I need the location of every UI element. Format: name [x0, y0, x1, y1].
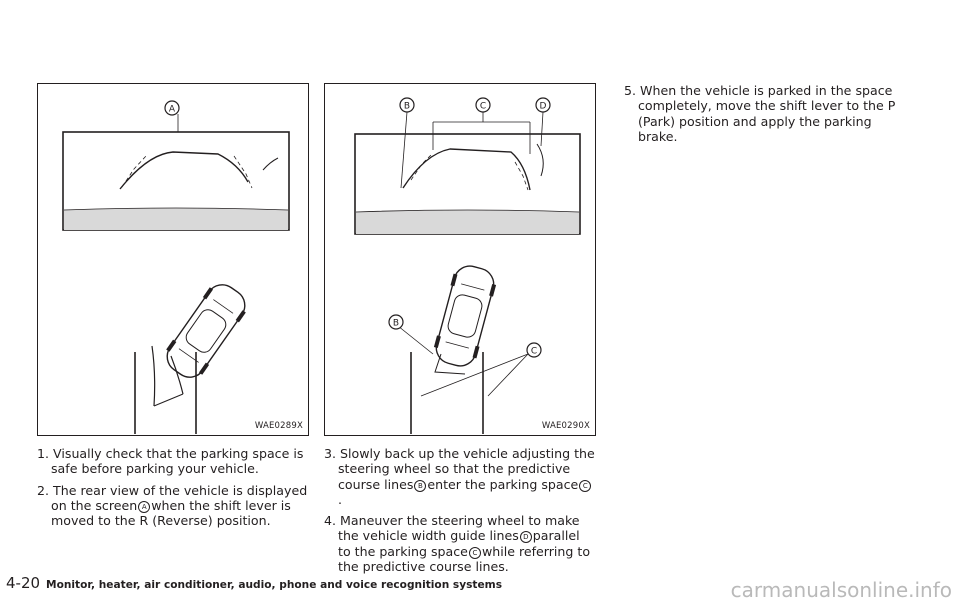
- callout-d-icon: [535, 97, 551, 113]
- instructions-column-1: 1. Visually check that the parking space…: [37, 446, 309, 534]
- callout-c-label: C: [480, 102, 486, 112]
- callout-c-icon: [475, 97, 491, 113]
- step-2: 2. The rear view of the vehicle is displ…: [37, 482, 308, 529]
- watermark: carmanualsonline.info: [730, 578, 952, 602]
- callout-a-icon: A: [138, 500, 151, 513]
- page-footer: 4-20 Monitor, heater, air conditioner, au…: [6, 573, 502, 592]
- section-title: Monitor, heater, air conditioner, audio,…: [46, 579, 503, 591]
- step-1: 1. Visually check that the parking space…: [37, 446, 304, 477]
- parking-illustration-1: A: [62, 100, 290, 434]
- step-5: 5. When the vehicle is parked in the spa…: [624, 83, 896, 144]
- car-icon: [166, 284, 246, 378]
- figure-rear-view-1: A WAE0289X: [37, 83, 309, 436]
- car-icon: [433, 265, 497, 367]
- callout-b-lower-label: B: [393, 319, 399, 329]
- bumper-area: [356, 210, 579, 234]
- step-4: 4. Maneuver the steering wheel to make t…: [324, 513, 591, 575]
- bumper-area: [64, 208, 288, 230]
- figure-code: WAE0290X: [541, 421, 590, 431]
- callout-d-label: D: [540, 102, 547, 112]
- callout-c-icon: C: [468, 546, 481, 559]
- callout-c-lower-icon: [526, 342, 542, 358]
- instructions-column-2: 3. Slowly back up the vehicle adjusting …: [324, 446, 596, 580]
- callout-c-icon: C: [579, 479, 592, 492]
- callout-c-lower-label: C: [531, 347, 537, 357]
- parking-illustration-2: B C D B C: [354, 97, 581, 434]
- callout-d-icon: D: [519, 531, 532, 544]
- callout-a-label: A: [169, 105, 176, 115]
- callout-b-lower-icon: [388, 314, 404, 330]
- figure-code: WAE0289X: [254, 421, 303, 431]
- callout-b-icon: B: [414, 479, 427, 492]
- callout-a-icon: [164, 100, 180, 116]
- callout-b-label: B: [404, 102, 410, 112]
- figure-rear-view-2: B C D B C WAE0290X: [324, 83, 596, 436]
- page-number: 4-20: [6, 574, 41, 592]
- callout-b-icon: [399, 97, 415, 113]
- step-3: 3. Slowly back up the vehicle adjusting …: [324, 446, 595, 507]
- instructions-column-3: 5. When the vehicle is parked in the spa…: [624, 83, 896, 150]
